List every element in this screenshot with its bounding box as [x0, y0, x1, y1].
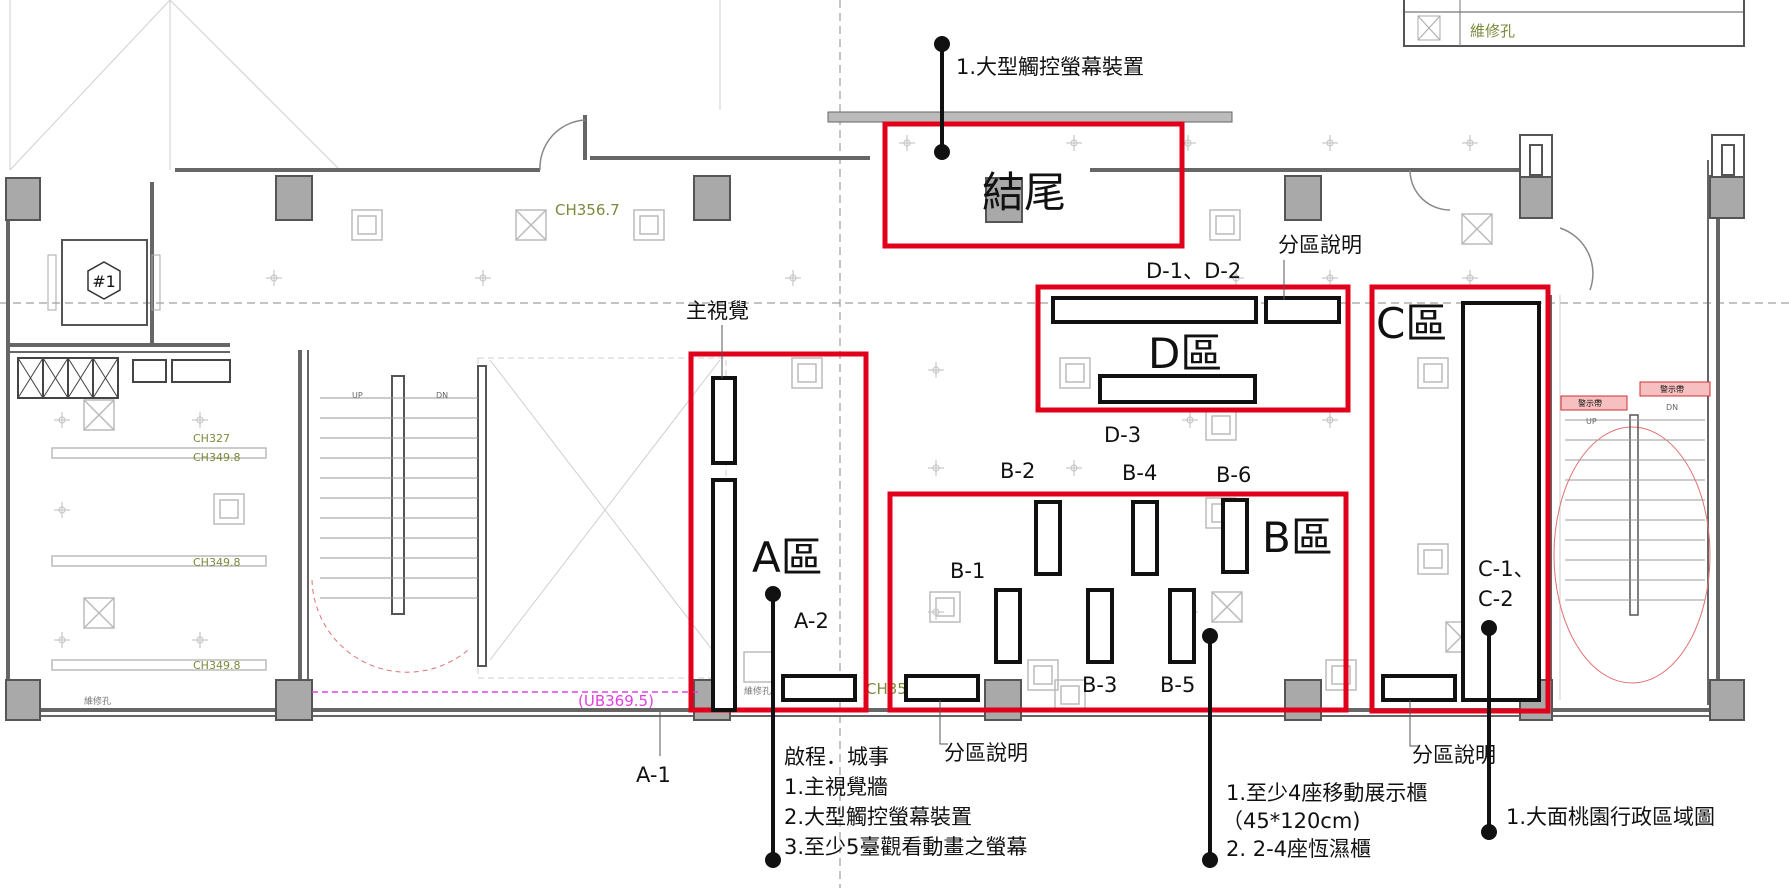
- stair-dn-right: DN: [1666, 403, 1678, 412]
- b6-label: B-6: [1216, 463, 1251, 487]
- b3-cabinet: [1086, 588, 1114, 664]
- zone-note-top-label: 分區說明: [1278, 233, 1362, 257]
- left-room-fixtures: [51, 399, 267, 671]
- a1-label: A-1: [636, 763, 671, 787]
- elevator: #1: [47, 239, 161, 326]
- c-note-cabinet: [1381, 674, 1457, 702]
- doors: [539, 119, 1594, 291]
- zone-note-b-label: 分區說明: [944, 741, 1028, 765]
- note-top: 1.大型觸控螢幕裝置: [956, 55, 1144, 79]
- zone-outlines: [688, 121, 1551, 714]
- legend: 維修孔: [1403, 0, 1745, 47]
- staircase-left: [311, 365, 487, 673]
- beam-label: (UB369.5): [578, 692, 654, 710]
- d3-cabinet: [1098, 374, 1257, 404]
- zone-b-outline: [887, 491, 1349, 713]
- note-a-line-4: 3.至少5臺觀看動畫之螢幕: [784, 835, 1027, 859]
- note-a-line-2: 1.主視覺牆: [784, 775, 888, 799]
- note-b-line-3: 2. 2-4座恆濕櫃: [1226, 837, 1371, 861]
- b5-cabinet: [1168, 588, 1196, 664]
- tall-columns: [1519, 134, 1745, 178]
- repair-hole-label-left: 維修孔: [84, 695, 111, 707]
- b3-label: B-3: [1082, 673, 1117, 697]
- warning-tape-2: 警示帶: [1660, 384, 1684, 394]
- ch-left-1: CH327: [193, 432, 230, 445]
- stair-up-left: UP: [352, 391, 363, 400]
- b6-cabinet: [1221, 498, 1249, 574]
- zone-note-b-leader: [939, 700, 948, 745]
- main-visual-label: 主視覺: [686, 299, 749, 323]
- c12-label-line1: C-1、: [1478, 557, 1535, 581]
- elevator-label: #1: [92, 272, 116, 291]
- note-b-line-1: 1.至少4座移動展示櫃: [1226, 781, 1427, 805]
- zone-a-label: A區: [752, 533, 823, 582]
- zone-note-c-label: 分區說明: [1412, 743, 1496, 767]
- b-note-cabinet: [904, 674, 980, 702]
- zone-d-outline: [1035, 284, 1351, 413]
- a2-cabinet: [781, 674, 857, 702]
- d2-cabinet: [1264, 296, 1341, 324]
- exhibit-furniture: [711, 296, 1541, 712]
- zone-d-label: D區: [1148, 329, 1222, 378]
- ending-inner-box: [985, 177, 1023, 223]
- main-visual-panel: [711, 376, 737, 465]
- zone-c-label: C區: [1376, 299, 1447, 348]
- staircase-right: [1553, 414, 1711, 684]
- note-a-line-1: 啟程．城事: [784, 745, 889, 769]
- zone-b-label: B區: [1262, 513, 1333, 562]
- b4-cabinet: [1131, 500, 1159, 576]
- note-b-line-2: （45*120cm): [1222, 809, 1361, 833]
- b2-label: B-2: [1000, 459, 1035, 483]
- zone-a-outline: [688, 351, 869, 713]
- columns: [5, 175, 1745, 721]
- zone-ending-outline: [882, 121, 1185, 249]
- warning-tape-1: 警示帶: [1578, 398, 1602, 408]
- construction-lines: [9, 0, 1561, 700]
- d12-label: D-1、D-2: [1146, 259, 1241, 283]
- ch-left-3: CH349.8: [193, 556, 240, 569]
- ch-left-2: CH349.8: [193, 451, 240, 464]
- note-a-line-3: 2.大型觸控螢幕裝置: [784, 805, 972, 829]
- repair-hole-label-mid: 維修孔: [744, 685, 771, 697]
- zone-ending-label: 結尾: [982, 168, 1066, 217]
- b1-label: B-1: [950, 559, 985, 583]
- note-c: 1.大面桃園行政區域圖: [1506, 805, 1715, 829]
- ch-left-4: CH349.8: [193, 659, 240, 672]
- ceiling-height-main: CH356.7: [555, 201, 620, 219]
- b1-cabinet: [994, 588, 1022, 664]
- d1-cabinet: [1051, 296, 1258, 324]
- a2-label: A-2: [794, 609, 829, 633]
- zone-c-outline: [1369, 284, 1551, 714]
- stair-dn-left: DN: [436, 391, 448, 400]
- d3-label: D-3: [1104, 423, 1141, 447]
- callout-pointers: [765, 36, 1497, 868]
- legend-item-label: 維修孔: [1470, 22, 1515, 40]
- lockers: [17, 357, 231, 399]
- stair-up-right: UP: [1586, 417, 1597, 426]
- a-wall-panel: [711, 478, 737, 712]
- c12-label-line2: C-2: [1478, 587, 1514, 611]
- top-wall-segment: [827, 111, 1233, 123]
- zone-note-c-leader: [1409, 700, 1418, 747]
- b5-label: B-5: [1160, 673, 1195, 697]
- warning-tapes: [1560, 381, 1711, 411]
- c-map-wall: [1461, 301, 1541, 702]
- b4-label: B-4: [1122, 461, 1157, 485]
- b2-cabinet: [1034, 500, 1062, 576]
